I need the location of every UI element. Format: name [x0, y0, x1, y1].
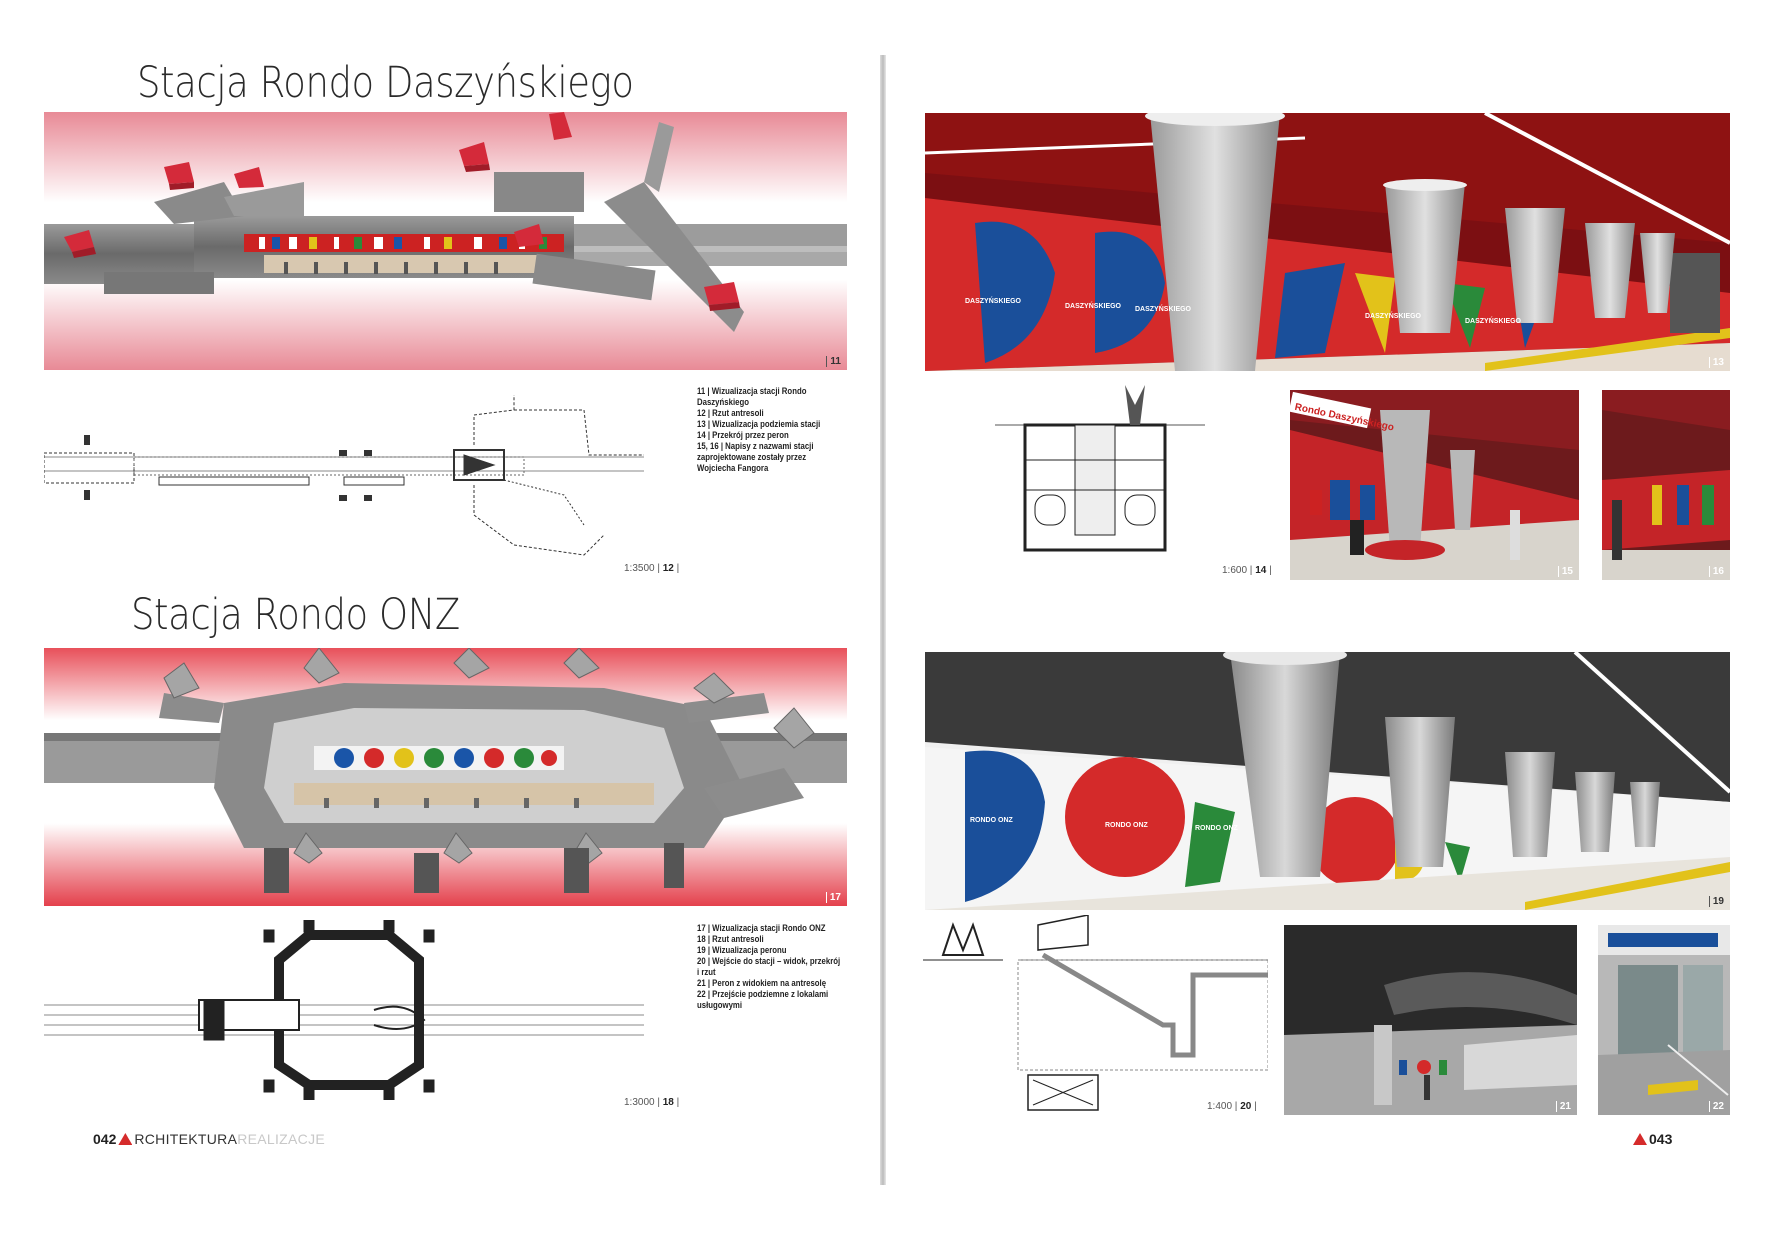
wall-label: DASZYŃSKIEGO [1465, 316, 1522, 325]
fig11-visualization: 11 [44, 112, 847, 370]
caption-line: 20 | Wejście do stacji – widok, przekrój [697, 956, 841, 967]
captions-block-2: 17 | Wizualizacja stacji Rondo ONZ 18 | … [697, 923, 840, 1011]
fig22-number: 22 [1708, 1101, 1724, 1112]
fig11-number: 11 [826, 356, 841, 367]
fig12-number: 12 [662, 563, 674, 574]
fig19-number: 19 [1708, 896, 1724, 907]
fig15-photo: Rondo Daszyńskiego 15 [1290, 390, 1579, 580]
wall-label: DASZYŃSKIEGO [1365, 311, 1422, 320]
caption-line: 18 | Rzut antresoli [697, 934, 764, 945]
caption-line: 22 | Przejście podziemne z lokalami [697, 989, 829, 1000]
wall-label: RONDO ONZ [1195, 825, 1239, 832]
caption-line: 21 | Peron z widokiem na antresolę [697, 978, 827, 989]
fig20-number: 20 [1240, 1101, 1252, 1112]
book-spine [880, 55, 886, 1185]
wall-label: RONDO ONZ [1105, 822, 1149, 829]
fig19-platform-render: RONDO ONZ RONDO ONZ RONDO ONZ 19 [925, 652, 1730, 910]
wall-label: RONDO ONZ [970, 817, 1014, 824]
caption-line: 14 | Przekrój przez peron [697, 430, 789, 441]
caption-line: i rzut [697, 967, 716, 978]
scale-value: 1:600 [1222, 565, 1248, 576]
caption-line: 12 | Rzut antresoli [697, 408, 764, 419]
page-number-right: 043 [1649, 1131, 1673, 1147]
section-title-onz: Stacja Rondo ONZ [131, 590, 460, 640]
scale-value: 1:3500 [624, 563, 655, 574]
caption-line: zaprojektowane zostały przez [697, 452, 807, 463]
fig21-photo: 21 [1284, 925, 1577, 1115]
fig13-number: 13 [1708, 357, 1724, 368]
caption-line: 13 | Wizualizacja podziemia stacji [697, 419, 821, 430]
fig20-scale-label: 1:400 | 20 | [1207, 1101, 1257, 1112]
scale-value: 1:400 [1207, 1101, 1233, 1112]
caption-line: Wojciecha Fangora [697, 463, 769, 474]
architektura-logo-icon [118, 1133, 133, 1145]
fig17-visualization: 17 [44, 648, 847, 906]
fig15-number: 15 [1557, 566, 1573, 577]
fig18-scale-label: 1:3000 | 18 | [624, 1097, 680, 1108]
wall-label: DASZYŃSKIEGO [1065, 301, 1122, 310]
section-title-daszynskiego: Stacja Rondo Daszyńskiego [137, 58, 634, 108]
scale-value: 1:3000 [624, 1097, 655, 1108]
architektura-logo-icon [1633, 1133, 1647, 1145]
fig16-number: 16 [1708, 566, 1724, 577]
caption-line: 15, 16 | Napisy z nazwami stacji [697, 441, 814, 452]
fig22-photo: 22 [1598, 925, 1730, 1115]
brand-section: REALIZACJE [237, 1131, 326, 1147]
caption-line: usługowymi [697, 1000, 743, 1011]
fig21-number: 21 [1555, 1101, 1571, 1112]
fig14-scale-label: 1:600 | 14 | [1222, 565, 1272, 576]
fig13-platform-render: DASZYŃSKIEGO DASZYŃSKIEGO DASZYŃSKIEGO D… [925, 113, 1730, 371]
brand-name: RCHITEKTURA [134, 1131, 238, 1147]
fig14-cross-section [995, 385, 1205, 555]
fig18-number: 18 [662, 1097, 674, 1108]
footer-left: 042 RCHITEKTURAREALIZACJE [93, 1131, 325, 1147]
fig12-scale-label: 1:3500 | 12 | [624, 563, 680, 574]
fig12-plan-drawing [44, 395, 644, 565]
captions-block-1: 11 | Wizualizacja stacji Rondo Daszyński… [697, 386, 820, 474]
caption-line: 17 | Wizualizacja stacji Rondo ONZ [697, 923, 826, 934]
caption-line: 11 | Wizualizacja stacji Rondo [697, 386, 807, 397]
fig16-photo: 16 [1602, 390, 1730, 580]
page-number-left: 042 [93, 1131, 117, 1147]
caption-line: 19 | Wizualizacja peronu [697, 945, 787, 956]
fig17-number: 17 [825, 892, 841, 903]
wall-label: DASZYŃSKIEGO [1135, 304, 1192, 313]
footer-right: 043 [1631, 1131, 1672, 1147]
fig20-entrance-drawings [923, 915, 1268, 1115]
wall-label: DASZYŃSKIEGO [965, 296, 1022, 305]
fig14-number: 14 [1255, 565, 1267, 576]
caption-line: Daszyńskiego [697, 397, 749, 408]
fig18-plan-drawing [44, 920, 644, 1100]
